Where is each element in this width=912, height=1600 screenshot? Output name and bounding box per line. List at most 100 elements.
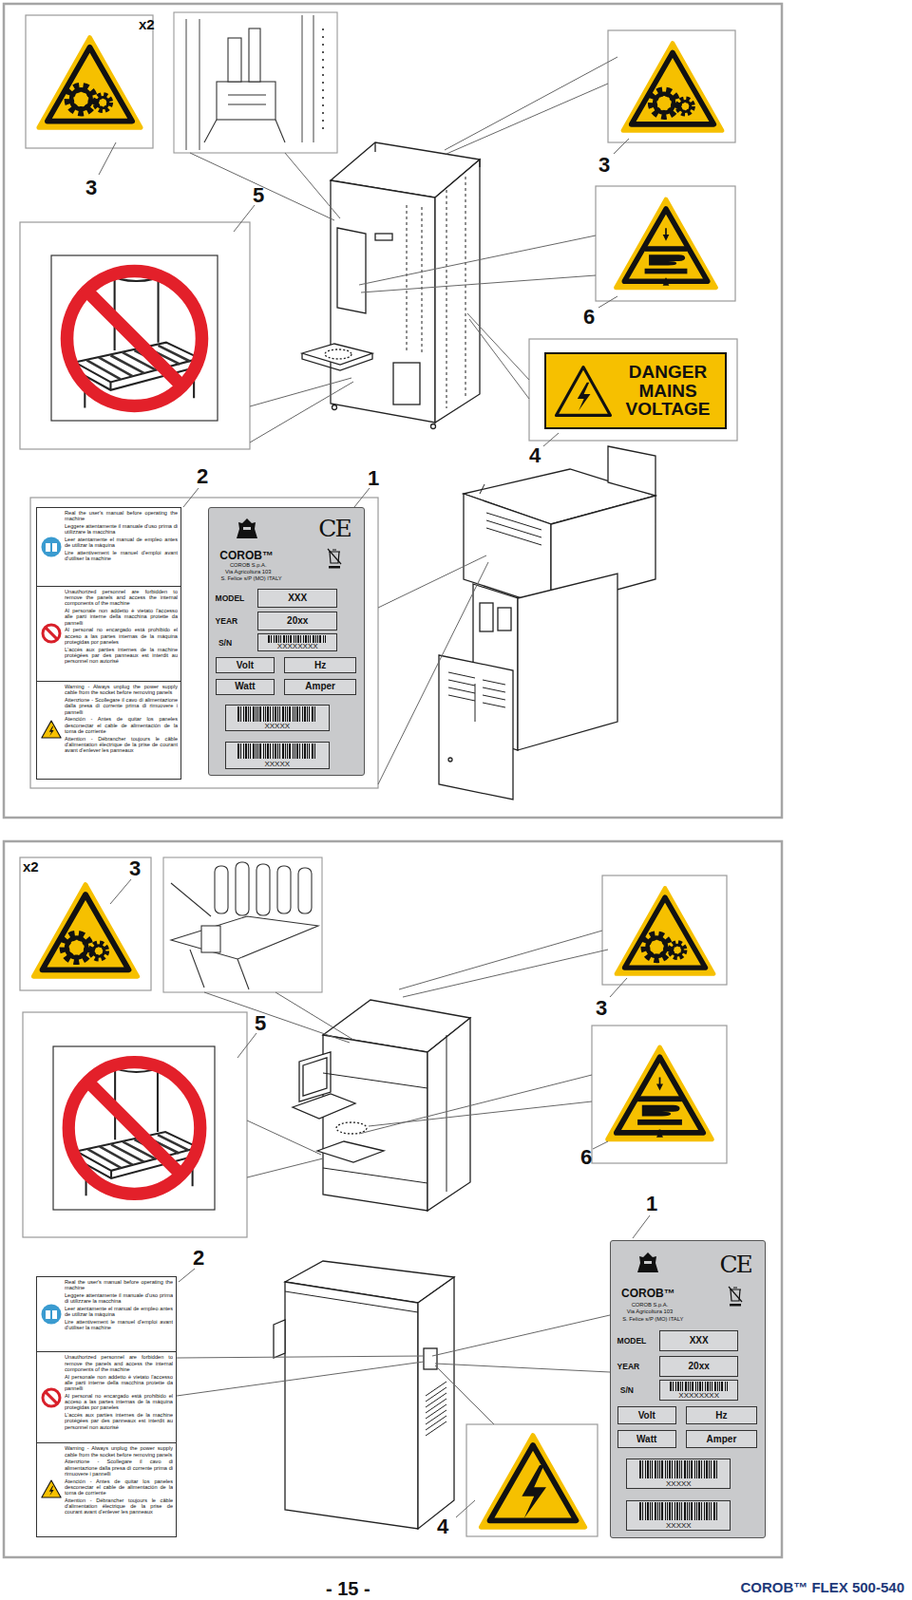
machine-rear	[273, 1320, 285, 1359]
sticker-icon	[45, 1311, 57, 1320]
sticker-line: Unauthorized personnel are forbidden to …	[64, 1354, 173, 1373]
barcode	[646, 1461, 649, 1480]
barcode	[280, 635, 282, 644]
barcode	[308, 706, 310, 722]
plate-text: COROB S.p.A.	[229, 563, 267, 570]
barcode	[302, 706, 304, 722]
sticker-line: Atención - Antes de quitar los paneles d…	[64, 716, 178, 735]
plate-text: YEAR	[617, 1363, 641, 1372]
barcode	[694, 1461, 696, 1480]
sign-frame	[19, 857, 152, 991]
detail-inset	[163, 12, 338, 993]
quantity-note: x2	[22, 859, 39, 876]
barcode	[714, 1382, 717, 1392]
barcode	[278, 635, 280, 644]
machine-rear	[479, 603, 494, 632]
detail-inset	[163, 857, 323, 993]
barcode	[687, 1382, 689, 1392]
warning-sign	[480, 1436, 586, 1529]
barcode	[235, 706, 320, 722]
barcode	[306, 706, 308, 722]
machine-front	[302, 353, 373, 371]
machine-rear	[517, 573, 618, 751]
barcode	[688, 1502, 690, 1521]
sticker-icon	[40, 1304, 62, 1326]
corob-logo	[644, 1261, 652, 1265]
barcode	[713, 1502, 716, 1521]
sign-frame	[608, 30, 736, 143]
prohibition-sign	[53, 1046, 215, 1211]
sign-frame	[466, 1425, 598, 1538]
plate-text: YEAR	[215, 617, 239, 627]
barcode	[307, 635, 309, 644]
barcode	[704, 1382, 706, 1392]
callout-number: 2	[196, 465, 209, 489]
barcode	[311, 743, 314, 760]
barcode	[263, 706, 265, 722]
barcode	[667, 1382, 732, 1392]
barcode	[245, 706, 247, 722]
barcode	[705, 1502, 708, 1521]
barcode	[682, 1382, 684, 1392]
plate-field: XXXXXXXX	[659, 1380, 740, 1402]
barcode	[296, 706, 299, 722]
barcode	[302, 743, 304, 760]
callout-number: 3	[598, 153, 610, 177]
field-value: Amper	[705, 1435, 739, 1445]
plate-field: Hz	[284, 657, 357, 674]
barcode	[646, 1502, 649, 1521]
barcode	[696, 1502, 698, 1521]
plate-field: Volt	[617, 1406, 677, 1425]
machine-rear	[479, 484, 542, 546]
corob-logo	[635, 1252, 661, 1277]
sticker-line: Al personale non addetto è vietato l'acc…	[64, 1374, 173, 1393]
barcode	[706, 1382, 709, 1392]
plate-field: Amper	[685, 1430, 758, 1449]
detail-inset	[235, 862, 249, 916]
callout-number: 2	[192, 1247, 205, 1271]
plate-text: Via Agricoltura 103	[225, 570, 272, 576]
barcode	[304, 635, 307, 644]
barcode	[690, 1502, 693, 1521]
machine-rear	[425, 1382, 447, 1437]
field-value: 20xx	[687, 1362, 711, 1372]
sticker-line: Attention - Débrancher toujours le câble…	[64, 736, 178, 755]
barcode	[642, 1461, 644, 1480]
barcode	[701, 1461, 703, 1480]
field-value: Watt	[635, 1435, 658, 1445]
barcode	[665, 1502, 666, 1521]
field-value: Watt	[233, 682, 256, 692]
barcode	[255, 743, 257, 760]
plate-field: 20xx	[257, 611, 338, 631]
barcode	[639, 1461, 642, 1480]
barcode	[288, 706, 291, 722]
barcode	[686, 1461, 688, 1480]
machine-front	[337, 228, 366, 314]
barcode	[654, 1461, 657, 1480]
callout-number: 4	[529, 444, 541, 468]
field-value: Hz	[313, 661, 327, 671]
barcode	[235, 743, 320, 760]
panel-frame	[3, 841, 782, 1558]
barcode	[235, 706, 320, 722]
barcode	[265, 706, 266, 722]
callout-number: 6	[583, 305, 595, 329]
barcode	[689, 1382, 691, 1392]
detail-inset	[173, 12, 338, 153]
weee-symbol	[727, 1286, 743, 1308]
barcode	[282, 743, 285, 760]
leader-line	[609, 978, 627, 998]
barcode	[691, 1382, 694, 1392]
leader-line	[247, 1121, 323, 1178]
barcode	[710, 1461, 712, 1480]
callout-number: 3	[129, 857, 141, 881]
detail-inset	[204, 95, 285, 143]
barcode	[259, 706, 262, 722]
barcode	[314, 706, 316, 722]
sticker-icon	[41, 536, 62, 557]
rating-plate: COROB™COROB S.p.A.Via Agricoltura 103S. …	[609, 1240, 766, 1539]
barcode	[676, 1461, 679, 1480]
barcode	[698, 1502, 701, 1521]
sticker-line: Lire attentivement le manuel d'emploi av…	[64, 1319, 173, 1332]
barcode	[314, 743, 316, 760]
